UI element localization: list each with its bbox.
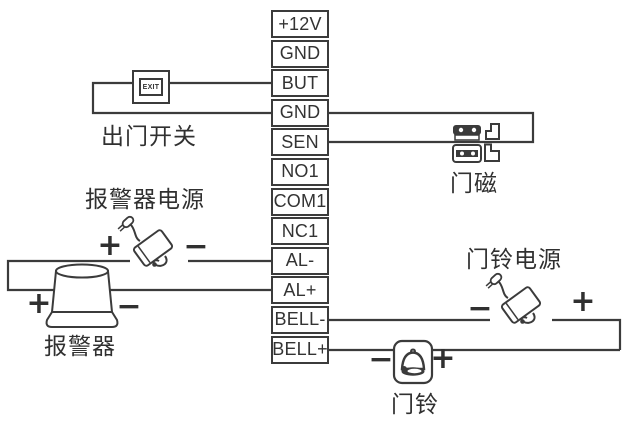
terminal-al-minus: AL-	[271, 246, 329, 275]
doorbell-plus-sign: +	[430, 341, 456, 376]
alarm-siren-minus-sign: −	[116, 289, 142, 324]
doorbell-icon	[392, 339, 434, 385]
alarm-siren-label: 报警器	[44, 334, 116, 360]
door-sensor-label: 门磁	[450, 171, 498, 197]
terminal-com1: COM1	[271, 187, 329, 216]
doorbell-minus-sign: −	[368, 342, 394, 377]
door-sensor-icon	[452, 123, 500, 163]
exit-button-icon: EXIT	[132, 70, 170, 104]
terminal-no1: NO1	[271, 157, 329, 186]
exit-button-label: EXIT	[139, 78, 163, 96]
alarm-siren-plus-sign: +	[26, 286, 52, 321]
alarm-power-plus-sign: +	[97, 228, 123, 263]
bell-power-wire	[329, 318, 622, 350]
doorbell-label: 门铃	[391, 392, 439, 418]
terminal-12v: +12V	[271, 10, 329, 38]
exit-switch-wire	[91, 81, 271, 115]
bell-power-plus-sign: +	[570, 284, 596, 319]
alarm-power-adapter-icon	[115, 214, 175, 268]
terminal-al-plus: AL+	[271, 276, 329, 305]
exit-switch-label: 出门开关	[101, 124, 197, 150]
terminal-block: +12V GND BUT GND SEN NO1 COM1 NC1 AL- AL…	[271, 10, 329, 364]
alarm-power-label: 报警器电源	[85, 187, 205, 213]
terminal-gnd-2: GND	[271, 98, 329, 127]
bell-power-minus-sign: −	[467, 291, 493, 326]
terminal-bell-plus: BELL+	[271, 335, 329, 364]
terminal-gnd-1: GND	[271, 39, 329, 68]
alarm-siren-icon	[45, 263, 119, 328]
terminal-nc1: NC1	[271, 217, 329, 246]
bell-power-label: 门铃电源	[466, 247, 562, 273]
alarm-power-minus-sign: −	[183, 229, 209, 264]
terminal-bell-minus: BELL-	[271, 305, 329, 334]
door-sensor-wire	[329, 111, 535, 144]
terminal-sen: SEN	[271, 128, 329, 157]
terminal-but: BUT	[271, 69, 329, 98]
alarm-circuit-wire	[6, 259, 271, 292]
bell-power-adapter-icon	[483, 271, 543, 325]
